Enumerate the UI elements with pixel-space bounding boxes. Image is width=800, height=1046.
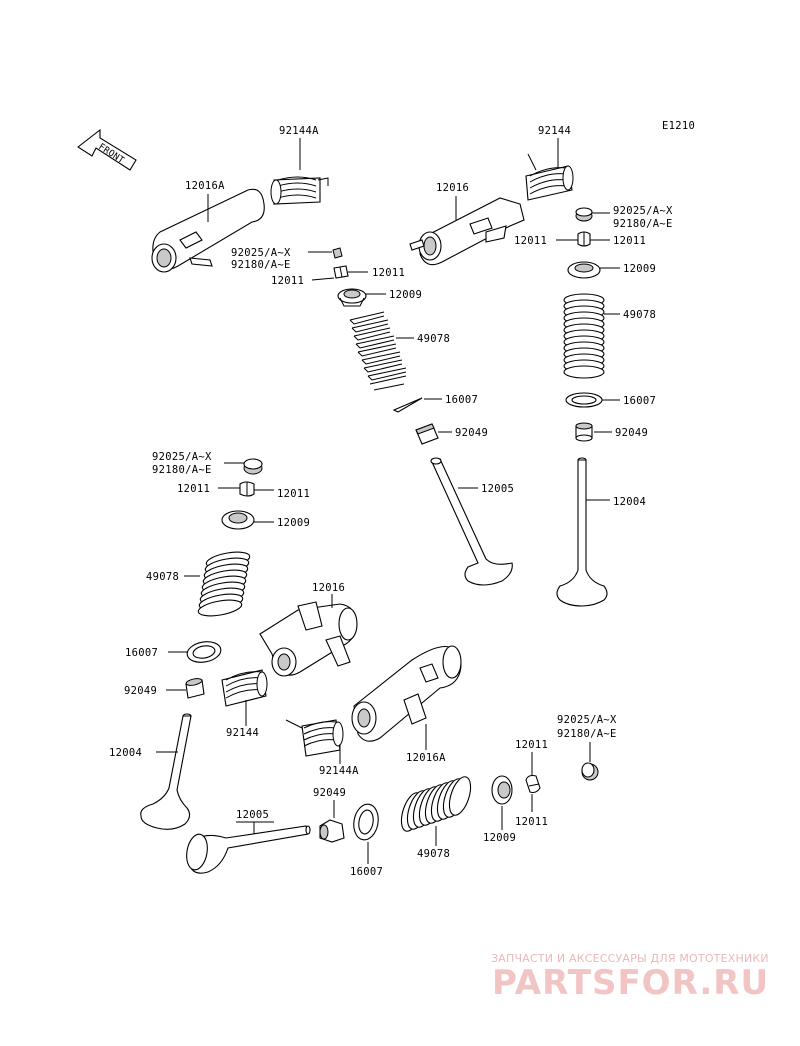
spring-92144A-low <box>285 719 344 757</box>
label-12011-right-right: 12011 <box>613 235 646 247</box>
rocker-arm-12016-top <box>409 197 525 266</box>
label-12009-left: 12009 <box>277 517 310 529</box>
front-arrow-icon: FRONT <box>77 128 137 171</box>
oil-seal-92049-mid <box>415 423 439 445</box>
label-12009-mid: 12009 <box>389 289 422 301</box>
label-92180-bottom: 92180/A~E <box>557 728 617 740</box>
label-12005-mid: 12005 <box>481 483 514 495</box>
watermark-line1: ЗАПЧАСТИ И АКСЕССУАРЫ ДЛЯ МОТОТЕХНИКИ <box>491 952 769 965</box>
label-92025-right: 92025/A~X <box>613 205 673 217</box>
retainer-12009-bottom <box>491 775 513 805</box>
label-12004-right: 12004 <box>613 496 646 508</box>
valve-spring-49078-left <box>197 551 251 617</box>
label-49078-right: 49078 <box>623 309 656 321</box>
valve-shim-92025-bottom <box>581 762 599 781</box>
retainer-12009-right <box>567 261 601 279</box>
collet-12011-right <box>577 231 591 247</box>
rocker-arm-12016A-low <box>351 645 462 742</box>
label-49078-mid: 49078 <box>417 333 450 345</box>
label-92144-top: 92144 <box>538 125 571 137</box>
label-12009-right: 12009 <box>623 263 656 275</box>
label-92180-right: 92180/A~E <box>613 218 673 230</box>
label-49078-left: 49078 <box>146 571 179 583</box>
label-92144A-low: 92144A <box>319 765 359 777</box>
oil-seal-92049-bottom <box>319 819 345 843</box>
watermark-logo: PARTSFOR.RU <box>492 963 769 1003</box>
spring-seat-16007-right <box>565 392 603 408</box>
oil-seal-92049-right <box>575 422 593 442</box>
label-92025-mid: 92025/A~X <box>231 247 291 259</box>
spring-seat-16007-bottom <box>353 803 379 841</box>
collet-12011-bottom <box>525 774 541 794</box>
label-12016A-top: 12016A <box>185 180 225 192</box>
label-92049-mid: 92049 <box>455 427 488 439</box>
valve-spring-49078-right <box>563 293 605 379</box>
diagram-code: E1210 <box>662 120 695 132</box>
spring-92144-low <box>221 669 268 707</box>
label-16007-left: 16007 <box>125 647 158 659</box>
retainer-12009-mid <box>337 288 367 307</box>
spring-92144A-top <box>270 176 329 205</box>
label-92144-low: 92144 <box>226 727 259 739</box>
label-12011-left-left: 12011 <box>177 483 210 495</box>
label-12004-left: 12004 <box>109 747 142 759</box>
rocker-arm-12016A-top <box>151 188 265 273</box>
valve-12005-bottom <box>186 825 311 874</box>
label-16007-bottom: 16007 <box>350 866 383 878</box>
valve-spring-49078-mid <box>349 311 407 391</box>
spring-seat-16007-left <box>186 641 222 663</box>
label-92049-left: 92049 <box>124 685 157 697</box>
valve-12004-left <box>140 713 192 830</box>
label-12011-mid-right: 12011 <box>372 267 405 279</box>
label-12009-bottom: 12009 <box>483 832 516 844</box>
label-12011-left-right: 12011 <box>277 488 310 500</box>
spring-92144-top <box>525 153 574 201</box>
valve-12005-mid <box>430 457 513 586</box>
valve-shim-92025-right <box>575 207 593 222</box>
collet-12011-left <box>239 481 255 497</box>
label-92144A-top: 92144A <box>279 125 319 137</box>
valve-shim-92025-mid <box>332 247 343 259</box>
retainer-12009-left <box>221 510 255 530</box>
label-16007-right: 16007 <box>623 395 656 407</box>
label-12011-bottom-top: 12011 <box>515 739 548 751</box>
label-92180-left: 92180/A~E <box>152 464 212 476</box>
rocker-arm-12016-low <box>259 601 358 677</box>
label-49078-bottom: 49078 <box>417 848 450 860</box>
label-12016A-low: 12016A <box>406 752 446 764</box>
label-12011-mid-left: 12011 <box>271 275 304 287</box>
valve-spring-49078-bottom <box>400 776 472 832</box>
collet-12011-mid <box>333 265 349 279</box>
oil-seal-92049-left <box>185 678 205 699</box>
label-92180-mid: 92180/A~E <box>231 259 291 271</box>
valve-12004-right <box>556 457 608 607</box>
label-92049-bottom: 92049 <box>313 787 346 799</box>
valve-shim-92025-left <box>243 458 263 475</box>
label-92025-bottom: 92025/A~X <box>557 714 617 726</box>
label-12011-bottom-bot: 12011 <box>515 816 548 828</box>
label-12005-bottom: 12005 <box>236 809 269 821</box>
spring-seat-16007-mid <box>392 397 423 413</box>
label-12016-top: 12016 <box>436 182 469 194</box>
label-12016-low: 12016 <box>312 582 345 594</box>
label-16007-mid: 16007 <box>445 394 478 406</box>
label-12011-right-left: 12011 <box>514 235 547 247</box>
label-92025-left: 92025/A~X <box>152 451 212 463</box>
label-92049-right: 92049 <box>615 427 648 439</box>
